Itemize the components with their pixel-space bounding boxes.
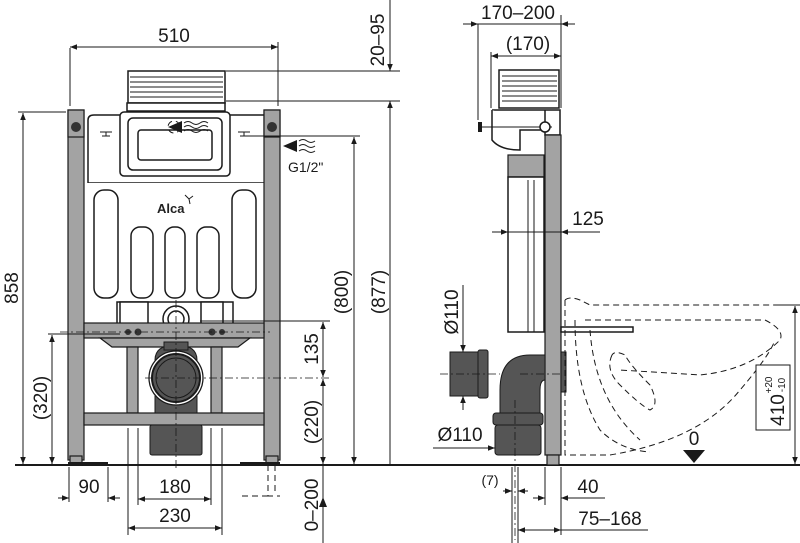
dim-depth-range: 170–200 xyxy=(481,3,555,24)
dim-outlet-diameter: Ø110 xyxy=(442,289,463,334)
dim-frame-depth-125: 125 xyxy=(572,209,604,230)
dim-drain-distance: 75–168 xyxy=(578,509,641,530)
frame-post-left xyxy=(67,109,85,461)
dim-flush-adjust: 20–95 xyxy=(368,14,389,67)
dim-profile-40: 40 xyxy=(577,477,598,498)
dim-width-510: 510 xyxy=(158,26,190,47)
dim-bowl-tol-plus: +20 xyxy=(764,376,775,393)
dim-bolt-230: 230 xyxy=(159,506,191,527)
dim-drain-height-220: (220) xyxy=(302,400,323,444)
dim-drain-offset-135: 135 xyxy=(302,333,323,365)
brand-logo: Alca xyxy=(157,201,185,216)
dim-bowl-height: 410 xyxy=(768,394,789,426)
dim-foot-90: 90 xyxy=(78,477,99,498)
floor-level-marker-icon xyxy=(683,450,705,463)
frame-post-side xyxy=(544,134,562,456)
side-dimensions: 170–200 (170) 125 Ø110 Ø110 (7) 40 xyxy=(433,3,800,543)
toilet-bowl-outline xyxy=(564,297,790,456)
side-view: 0 xyxy=(440,69,790,540)
dim-bowl-tol-minus: -10 xyxy=(777,377,788,392)
front-dimensions: 510 20–95 858 (800) (877) G1/2" 135 (220… xyxy=(2,0,400,543)
dim-height-800: (800) xyxy=(332,270,353,314)
dim-depth-170: (170) xyxy=(506,34,550,55)
drain-elbow-pipe xyxy=(499,354,546,416)
front-view: Alca xyxy=(60,70,330,497)
flush-grille-icon xyxy=(126,70,226,112)
frame-post-right xyxy=(263,109,281,461)
dim-drain-diameter: Ø110 xyxy=(437,425,482,446)
cistern-tank-side xyxy=(507,176,545,333)
water-inlet-label: G1/2" xyxy=(288,159,323,175)
dim-foot-extension: 0–200 xyxy=(302,479,323,532)
frame-crossbar-lower xyxy=(83,412,265,426)
dim-height-858: 858 xyxy=(2,272,23,304)
dim-fixing-height-320: (320) xyxy=(31,376,52,420)
bird-logo-icon xyxy=(184,194,194,205)
dim-bolt-180: 180 xyxy=(159,477,191,498)
floor-level-label: 0 xyxy=(689,429,700,450)
frame-crossbar-upper xyxy=(83,322,265,339)
dim-offset-7: (7) xyxy=(481,472,498,488)
dim-height-877: (877) xyxy=(369,270,390,314)
